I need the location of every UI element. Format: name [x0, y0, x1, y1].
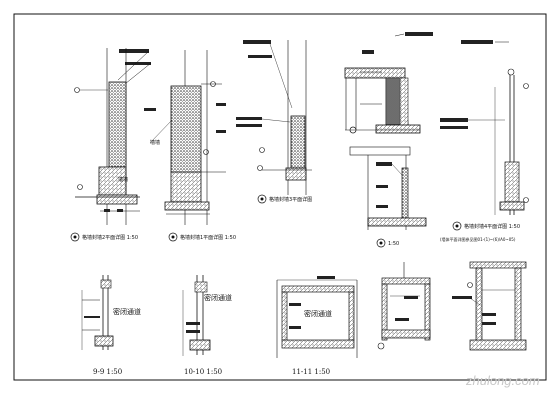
title-2: 格墙封墙1平面详图 1:50	[168, 232, 236, 242]
title-3-text: 格墙封墙3平面详图	[269, 196, 312, 203]
title-1: 格墙封墙2平面详图 1:50	[70, 232, 138, 242]
sheet-border	[13, 13, 547, 381]
section-1-title: 9-9 1:50	[93, 368, 122, 376]
detail-8	[452, 261, 527, 351]
section-11-11: 密闭通道 11-11 1:50	[276, 276, 358, 376]
watermark: zhulong.com	[465, 373, 540, 388]
section-9-9: 密闭通道 9-9 1:50	[81, 275, 141, 376]
note-4-text: (墙体平面详图参见图01-(1)~(6)/A0~05)	[440, 236, 516, 242]
section-10-10: 密闭通道 10-10 1:50	[182, 275, 232, 376]
detail-6	[440, 40, 529, 215]
section-3-title: 11-11 1:50	[292, 368, 330, 376]
detail-4	[344, 32, 433, 134]
title-1-text: 格墙封墙2平面详图 1:50	[82, 234, 138, 241]
scale-5-text: 1:50	[388, 241, 399, 247]
detail-2-label: 墙墙	[150, 139, 160, 146]
detail-1-label: 墙墙	[118, 176, 128, 183]
section-2-title: 10-10 1:50	[184, 368, 222, 376]
title-4-text: 格墙封墙4平面详图 1:50	[464, 223, 520, 230]
detail-5: 1:50	[349, 146, 427, 248]
section-3-text: 密闭通道	[304, 309, 332, 318]
section-2-text: 密闭通道	[204, 293, 232, 302]
detail-2: 墙墙	[149, 50, 226, 225]
detail-3: 格墙封墙3平面详图	[236, 40, 312, 204]
detail-1: 墙墙	[74, 48, 156, 225]
section-1-text: 密闭通道	[113, 307, 141, 316]
detail-7	[377, 262, 431, 350]
title-2-text: 格墙封墙1平面详图 1:50	[180, 234, 236, 241]
title-4: 格墙封墙4平面详图 1:50 (墙体平面详图参见图01-(1)~(6)/A0~0…	[440, 221, 520, 242]
